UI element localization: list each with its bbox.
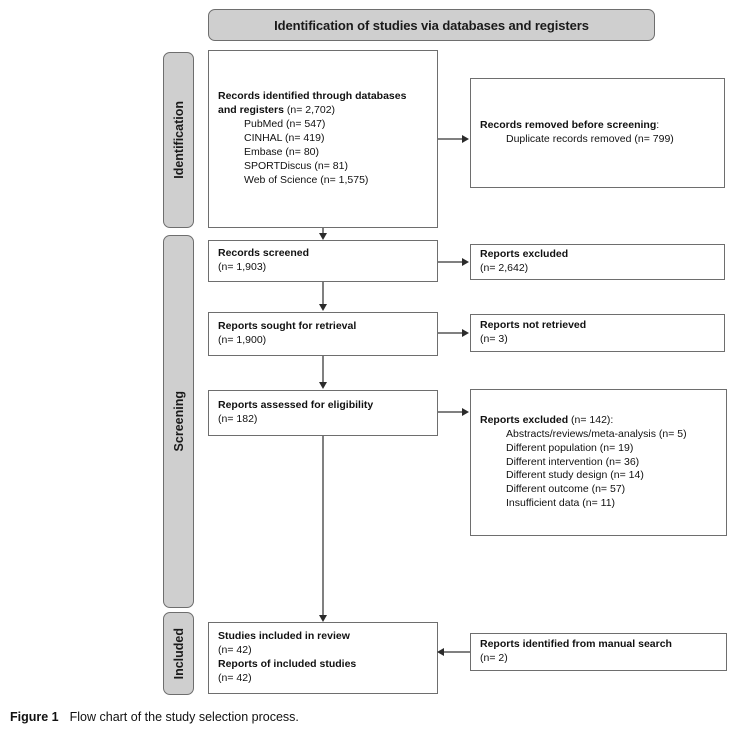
connector-identified-to-removed [438, 138, 463, 140]
stage-label-identification: Identification [163, 52, 194, 228]
connector-manual-to-included [444, 651, 470, 653]
source-item: Web of Science (n= 1,575) [244, 173, 369, 186]
box-reports-included-title: Reports of included studies [218, 658, 357, 670]
connector-assessed-to-excluded [438, 411, 463, 413]
box-reports-sought-count: (n= 1,900) [218, 334, 267, 346]
figure-caption: Figure 1 Flow chart of the study selectio… [10, 710, 299, 724]
stage-label-included: Included [163, 612, 194, 695]
box-records-identified-count: (n= 2,702) [286, 104, 336, 117]
connector-identified-to-screened [322, 228, 324, 234]
box-manual-search-title: Reports identified from manual search [480, 638, 672, 651]
box-reports-included-count: (n= 42) [218, 671, 252, 684]
exclusion-reason: Insufficient data (n= 11) [506, 497, 616, 510]
box-records-screened: Records screened (n= 1,903) [208, 240, 438, 282]
arrowhead-identified-to-screened [318, 233, 327, 240]
box-manual-search: Reports identified from manual search (n… [470, 633, 727, 671]
arrowhead-identified-to-removed [462, 134, 469, 143]
connector-screened-to-sought [322, 282, 324, 305]
arrowhead-sought-to-notretrieved [462, 328, 469, 337]
box-reports-assessed-title: Reports assessed for eligibility [218, 399, 374, 412]
arrowhead-assessed-to-excluded [462, 407, 469, 416]
exclusion-reason: Different intervention (n= 36) [506, 455, 640, 468]
stage-label-screening: Screening [163, 235, 194, 608]
box-reports-assessed: Reports assessed for eligibility (n= 182… [208, 390, 438, 436]
removed-item: Duplicate records removed (n= 799) [506, 133, 674, 145]
box-records-identified-title: Records identified through databases and… [218, 90, 407, 117]
box-records-screened-title: Records screened [218, 247, 310, 260]
box-manual-search-count: (n= 2) [480, 652, 508, 664]
exclusion-reason: Different outcome (n= 57) [506, 483, 626, 496]
box-reports-sought-title: Reports sought for retrieval [218, 320, 357, 333]
box-reports-not-retrieved-count: (n= 3) [480, 333, 508, 345]
exclusion-reason: Different population (n= 19) [506, 441, 634, 454]
connector-screened-to-excluded [438, 261, 463, 263]
connector-sought-to-notretrieved [438, 332, 463, 334]
figure-caption-label: Figure 1 [10, 710, 59, 724]
connector-sought-to-assessed [322, 356, 324, 383]
box-records-removed: Records removed before screening: Duplic… [470, 78, 725, 188]
exclusion-reason: Abstracts/reviews/meta-analysis (n= 5) [506, 427, 687, 440]
box-reports-assessed-count: (n= 182) [218, 413, 258, 425]
box-reports-excluded-eligibility-heading: Reports excluded (n= 142): [480, 414, 717, 428]
arrowhead-screened-to-excluded [462, 257, 469, 266]
stage-label-screening-text: Screening [171, 391, 186, 452]
arrowhead-assessed-to-included [318, 615, 327, 622]
arrowhead-sought-to-assessed [318, 382, 327, 389]
exclusion-reason: Different study design (n= 14) [506, 469, 644, 482]
section-header-identification: Identification of studies via databases … [208, 9, 655, 41]
box-records-screened-count: (n= 1,903) [218, 261, 267, 273]
box-reports-excluded-screening-count: (n= 2,642) [480, 262, 529, 274]
box-studies-included-title: Studies included in review [218, 630, 350, 643]
box-records-removed-heading: Records removed before screening: [480, 119, 715, 133]
box-reports-not-retrieved-title: Reports not retrieved [480, 319, 587, 332]
stage-label-identification-text: Identification [171, 101, 186, 179]
box-reports-excluded-eligibility: Reports excluded (n= 142): Abstracts/rev… [470, 389, 727, 536]
box-reports-sought: Reports sought for retrieval (n= 1,900) [208, 312, 438, 356]
box-records-identified: Records identified through databases and… [208, 50, 438, 228]
connector-assessed-to-included [322, 436, 324, 616]
arrowhead-manual-to-included [437, 647, 444, 656]
box-reports-excluded-screening: Reports excluded (n= 2,642) [470, 244, 725, 280]
box-reports-excluded-screening-title: Reports excluded [480, 248, 569, 261]
box-records-identified-heading: Records identified through databases and… [218, 90, 428, 118]
box-reports-not-retrieved: Reports not retrieved (n= 3) [470, 314, 725, 352]
source-item: CINHAL (n= 419) [244, 132, 325, 145]
source-item: Embase (n= 80) [244, 145, 319, 158]
box-studies-included-count: (n= 42) [218, 644, 252, 657]
stage-label-included-text: Included [171, 627, 186, 680]
box-records-removed-title: Records removed before screening [480, 119, 657, 132]
source-item: PubMed (n= 547) [244, 118, 326, 131]
box-studies-included: Studies included in review (n= 42) Repor… [208, 622, 438, 694]
box-records-removed-colon: : [656, 119, 660, 132]
box-reports-excluded-eligibility-title: Reports excluded [480, 413, 569, 426]
box-reports-excluded-eligibility-count: (n= 142): [571, 413, 614, 426]
figure-caption-text: Flow chart of the study selection proces… [69, 710, 299, 724]
arrowhead-screened-to-sought [318, 304, 327, 311]
source-item: SPORTDiscus (n= 81) [244, 159, 348, 172]
